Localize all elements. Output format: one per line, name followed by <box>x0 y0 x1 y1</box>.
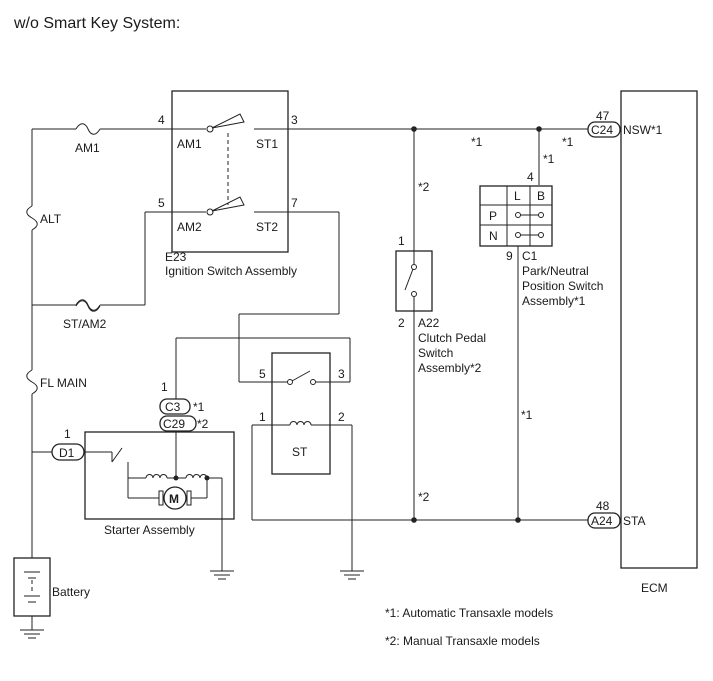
starter-pin-c: 1 <box>161 380 168 394</box>
pn-name-3: Assembly*1 <box>522 294 586 308</box>
fuse-alt-label: ALT <box>40 212 62 226</box>
st-relay-box <box>271 352 331 475</box>
ign-pin-st1: 3 <box>291 113 298 127</box>
ign-pin-st2: 7 <box>291 196 298 210</box>
st-pin-1: 1 <box>259 410 266 424</box>
ecm-sta-pin: 48 <box>596 499 610 513</box>
pn-code: C1 <box>522 249 538 263</box>
fuse-st-am2 <box>75 299 101 312</box>
conn-c24 <box>587 121 621 138</box>
clutch-code: A22 <box>418 316 440 330</box>
st-pin-3: 3 <box>338 367 345 381</box>
pn-name-1: Park/Neutral <box>522 264 589 278</box>
relay-to-starter-wire <box>175 337 351 399</box>
fuse-alt <box>26 205 38 231</box>
ecm-box <box>620 90 698 569</box>
fuse-fl-main-label: FL MAIN <box>40 376 87 390</box>
pn-col-b: B <box>537 189 545 203</box>
ignition-switch-internals <box>172 113 288 216</box>
conn-c29-note: *2 <box>197 417 209 431</box>
conn-c3 <box>159 398 191 415</box>
ign-name: Ignition Switch Assembly <box>165 264 297 278</box>
relay-ground-icon <box>340 570 364 580</box>
ign-code: E23 <box>165 250 187 264</box>
clutch-name-3: Assembly*2 <box>418 361 482 375</box>
starter-label: Starter Assembly <box>104 523 195 537</box>
clutch-note-top: *2 <box>418 180 430 194</box>
legend-note-1: *1: Automatic Transaxle models <box>385 606 553 620</box>
st-pin-5: 5 <box>259 367 266 381</box>
ecm-sta-label: STA <box>623 514 645 528</box>
ecm-nsw-note: *1 <box>562 135 574 149</box>
clutch-pin-bottom: 2 <box>398 316 405 330</box>
starter-internals <box>85 431 223 571</box>
nsw-wire-note: *1 <box>471 135 483 149</box>
pn-switch-grid <box>480 186 552 246</box>
ecm-nsw-pin: 47 <box>596 109 610 123</box>
clutch-name-2: Switch <box>418 346 453 360</box>
ign-pin-am1: 4 <box>158 113 165 127</box>
pn-name-2: Position Switch <box>522 279 603 293</box>
clutch-name-1: Clutch Pedal <box>418 331 486 345</box>
ignition-switch-box <box>171 90 289 253</box>
diagram-title: w/o Smart Key System: <box>13 15 180 32</box>
fuse-st-am2-label: ST/AM2 <box>63 317 107 331</box>
conn-c29-label: C29 <box>163 417 185 431</box>
ign-pin-am2: 5 <box>158 196 165 210</box>
battery-symbol <box>13 553 51 639</box>
conn-d1 <box>51 443 85 461</box>
pn-note-top: *1 <box>543 152 555 166</box>
st-pin-2: 2 <box>338 410 345 424</box>
starter-ground-icon <box>210 570 234 580</box>
ign-term-am1: AM1 <box>177 137 202 151</box>
battery-label: Battery <box>52 585 90 599</box>
ign-term-st1: ST1 <box>256 137 278 151</box>
conn-c24-label: C24 <box>591 123 613 137</box>
starter-pin-d1: 1 <box>64 427 71 441</box>
ign-term-am2: AM2 <box>177 220 202 234</box>
fuse-am1-label: AM1 <box>75 141 100 155</box>
conn-c3-note: *1 <box>193 400 205 414</box>
conn-a24 <box>587 512 621 529</box>
clutch-pin-top: 1 <box>398 234 405 248</box>
conn-d1-label: D1 <box>59 446 75 460</box>
conn-c3-label: C3 <box>165 400 181 414</box>
ecm-nsw-label: NSW*1 <box>623 123 663 137</box>
ecm-label: ECM <box>641 581 668 595</box>
starter-motor-label: M <box>169 492 179 506</box>
legend-note-2: *2: Manual Transaxle models <box>385 634 540 648</box>
pn-row-p: P <box>489 209 497 223</box>
pn-note-bottom: *1 <box>521 408 533 422</box>
fuse-am1 <box>75 123 101 135</box>
st-relay-internals <box>272 370 330 426</box>
clutch-note-bottom: *2 <box>418 490 430 504</box>
pn-col-l: L <box>514 189 521 203</box>
fuse-fl-main <box>26 369 38 395</box>
ign-term-st2: ST2 <box>256 220 278 234</box>
pn-pin-bottom: 9 <box>506 249 513 263</box>
conn-c29 <box>159 415 197 432</box>
st-relay-label: ST <box>292 445 308 459</box>
pn-pin-top: 4 <box>527 170 534 184</box>
conn-a24-label: A24 <box>591 514 613 528</box>
clutch-switch-internals <box>404 251 417 311</box>
nsw-wires <box>288 126 588 251</box>
power-bus-wires <box>31 128 206 553</box>
pn-row-n: N <box>489 229 498 243</box>
